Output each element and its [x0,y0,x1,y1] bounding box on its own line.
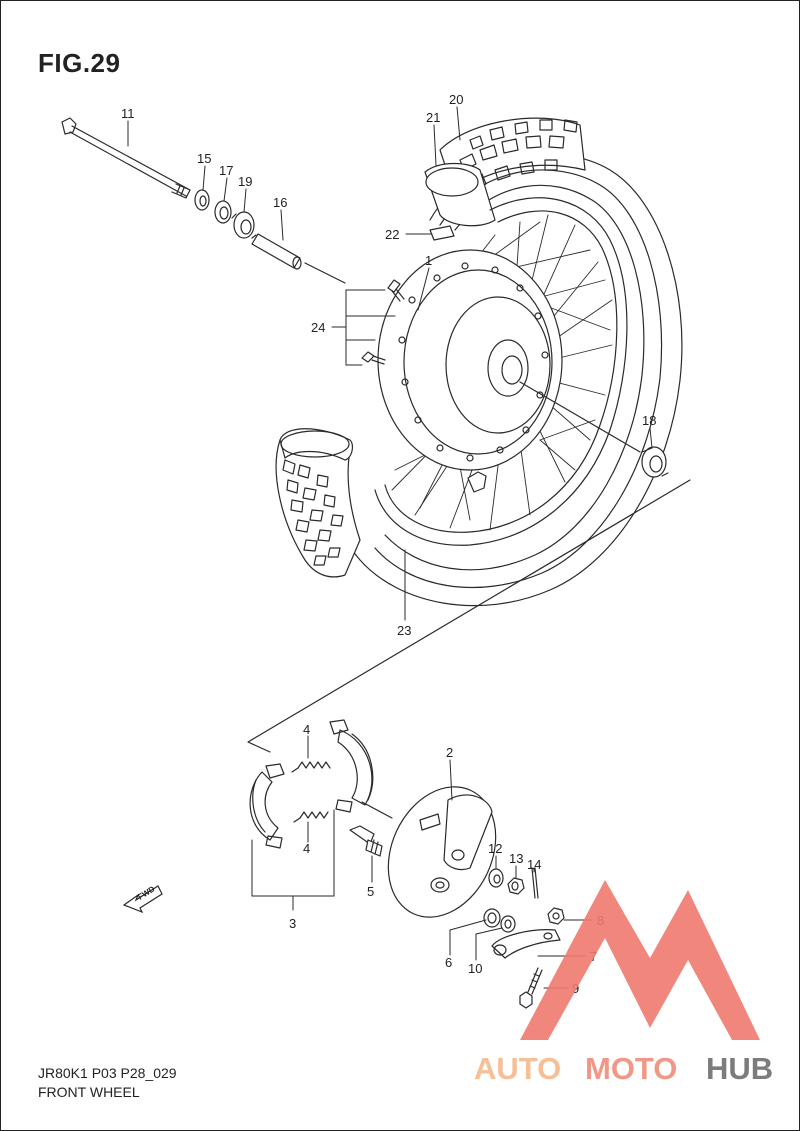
part-number-13: 13 [509,851,523,866]
watermark-auto: AUTO [474,1051,561,1086]
part-number-3: 3 [289,916,296,931]
spacer-part[interactable] [194,189,210,211]
brake-shoe-right-part[interactable] [329,719,374,813]
spacer-tube-part[interactable] [251,233,302,270]
brake-panel-part[interactable] [368,769,516,935]
section-name: FRONT WHEEL [38,1084,140,1100]
cotter-pin-part[interactable] [531,867,539,899]
part-number-17: 17 [219,163,233,178]
part-number-5: 5 [367,884,374,899]
screw-lower-part[interactable] [361,351,386,365]
part-number-19: 19 [238,174,252,189]
part-number-10: 10 [468,961,482,976]
part-number-20: 20 [449,92,463,107]
watermark-moto: MOTO [585,1051,677,1086]
washer-part[interactable] [488,868,504,888]
part-number-4-upper: 4 [303,722,310,737]
washer-10-part[interactable] [500,915,516,933]
part-number-12: 12 [488,841,502,856]
part-number-16: 16 [273,195,287,210]
automotohub-watermark: AUTO MOTO HUB [474,880,773,1086]
bearing-left-part[interactable] [231,211,257,239]
model-code: JR80K1 P03 P28_029 [38,1065,177,1081]
brake-cam-part[interactable] [349,825,383,857]
part-number-labels: 11 15 17 19 16 20 21 22 1 24 18 23 4 4 3… [121,92,656,996]
rim-part[interactable] [374,197,628,546]
oil-seal-part[interactable] [214,200,232,224]
seal-part[interactable] [483,908,501,928]
bearing-right-part[interactable] [641,446,669,478]
screw-upper-part[interactable] [387,279,405,302]
cam-lever-part[interactable] [491,929,561,959]
part-number-21: 21 [426,110,440,125]
watermark-triangle-icon [520,880,760,1040]
tire-part[interactable] [275,117,683,607]
brake-shoe-left-part[interactable] [249,763,285,849]
spring-upper-part[interactable] [291,761,331,773]
part-number-6: 6 [445,955,452,970]
part-number-15: 15 [197,151,211,166]
part-number-11: 11 [121,106,135,121]
part-number-14: 14 [527,857,541,872]
part-number-2: 2 [446,745,453,760]
part-number-22: 22 [385,227,399,242]
fwd-arrow-icon: FWD [122,884,163,914]
nut-8-part[interactable] [547,907,565,925]
tube-part[interactable] [279,162,496,461]
nut-part[interactable] [507,877,525,895]
part-number-4-lower: 4 [303,841,310,856]
part-number-18: 18 [642,413,656,428]
spring-lower-part[interactable] [293,811,329,823]
part-number-1: 1 [425,253,432,268]
part-number-24: 24 [311,320,325,335]
bolt-part[interactable] [519,967,543,1009]
watermark-hub: HUB [706,1051,773,1086]
hub-part[interactable] [377,249,563,493]
axle-part[interactable] [61,117,191,199]
part-number-23: 23 [397,623,411,638]
figure-title: FIG.29 [38,48,121,78]
